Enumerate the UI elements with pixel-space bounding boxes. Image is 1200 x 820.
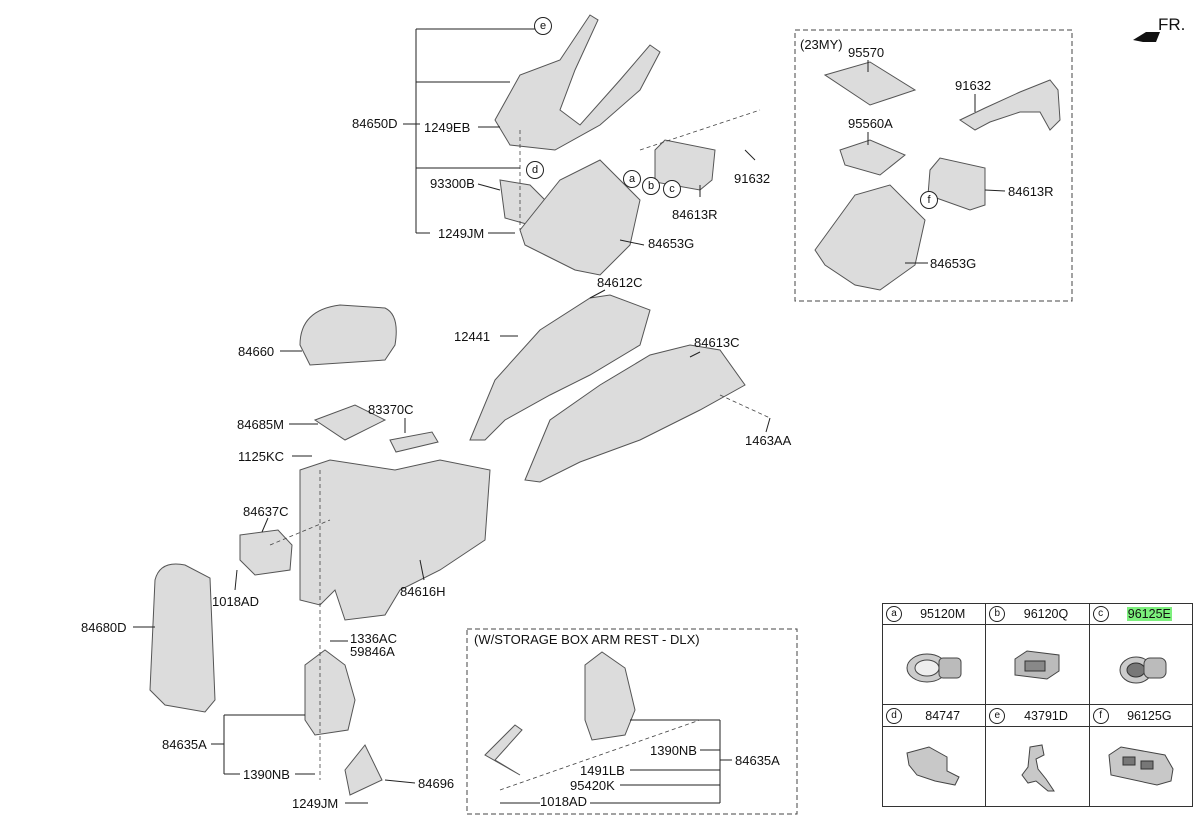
legend-header-f: f 96125G [1088, 704, 1194, 727]
console-body-shape [299, 459, 491, 621]
legend-letter: e [989, 707, 1006, 724]
lower-bracket-dlx-shape [584, 651, 636, 741]
part-label: 84685M [237, 417, 284, 432]
legend-part-number: 95120M [920, 607, 966, 622]
part-label: 84616H [400, 584, 446, 599]
side-panel-rh-shape [524, 344, 746, 483]
legend-image-a [881, 624, 987, 706]
part-label: 1249JM [438, 226, 485, 241]
usb-port-module-icon [1108, 746, 1174, 786]
legend-part-number-highlighted: 96125E [1126, 607, 1172, 622]
legend-header-d: d 84747 [881, 704, 987, 727]
callout-b: b [642, 177, 660, 195]
legend-part-number: 96125G [1127, 708, 1172, 723]
legend-image-d [881, 725, 987, 808]
callout-e: e [534, 17, 552, 35]
parts-legend-table: a 95120M b 96120Q c 96125E [881, 602, 1194, 808]
part-label: 12441 [454, 329, 491, 344]
console-upper-bracket-23my-shape [814, 184, 926, 291]
part-label: 1018AD [212, 594, 259, 609]
variant-storage-title: (W/STORAGE BOX ARM REST - DLX) [474, 632, 700, 647]
part-label: 95560A [848, 116, 893, 131]
side-panel-lh-shape [469, 294, 651, 441]
legend-image-b [985, 624, 1090, 706]
part-label: 59846A [350, 644, 395, 659]
callout-f: f [920, 191, 938, 209]
lower-bracket-shape [304, 649, 356, 736]
shift-lever-clip-icon [1021, 744, 1056, 792]
part-label: 84613R [672, 207, 718, 222]
part-label: 84613R [1008, 184, 1054, 199]
usb-module-shape [239, 529, 293, 576]
part-label: 84696 [418, 776, 455, 791]
front-arrow-icon [1133, 32, 1160, 42]
part-label: 84613C [694, 335, 740, 350]
part-label: 1018AD [540, 794, 587, 809]
legend-image-c [1088, 624, 1194, 706]
rear-cover-shape [149, 563, 216, 713]
variant-box-storage [466, 628, 798, 815]
legend-letter: b [989, 606, 1006, 623]
power-outlet-icon [1119, 656, 1167, 684]
aux-jack-icon [1014, 650, 1060, 680]
wireless-tray-shape [839, 139, 906, 176]
part-label: 84635A [162, 737, 207, 752]
part-label: 83370C [368, 402, 414, 417]
legend-part-number: 84747 [925, 708, 961, 723]
part-label: 84680D [81, 620, 127, 635]
harness-dlx-shape [484, 724, 523, 776]
callout-d: d [526, 161, 544, 179]
part-label: 1249JM [292, 796, 339, 811]
callout-c: c [663, 180, 681, 198]
part-label: 84635A [735, 753, 780, 768]
armrest-lid-shape [299, 304, 397, 366]
part-label: 84653G [930, 256, 977, 271]
part-label: 93300B [430, 176, 475, 191]
front-direction-label: FR. [1158, 15, 1186, 34]
legend-header-b: b 96120Q [985, 602, 1090, 626]
legend-image-f [1088, 725, 1194, 808]
legend-letter: d [886, 707, 902, 724]
legend-letter: c [1092, 606, 1109, 623]
part-label: 1491LB [580, 763, 625, 778]
variant-box-23my [794, 29, 1073, 302]
bracket-clip-icon [906, 746, 960, 786]
part-label: 1390NB [650, 743, 697, 758]
storage-cover-shape [389, 431, 439, 453]
part-label: 1390NB [243, 767, 290, 782]
usb-charger-icon [906, 653, 962, 683]
part-label: 84653G [648, 236, 695, 251]
legend-header-c: c 96125E [1088, 602, 1194, 626]
armrest-pad-shape [313, 404, 387, 441]
part-label: 95420K [570, 778, 615, 793]
legend-letter: f [1092, 707, 1109, 724]
part-label: 1249EB [424, 120, 471, 135]
shift-bezel-shape [494, 14, 661, 151]
variant-23my-title: (23MY) [800, 37, 843, 52]
part-label: 1336AC [350, 631, 397, 646]
wireless-pad-shape [823, 61, 917, 106]
part-label: 1125KC [238, 449, 285, 464]
console-upper-bracket-shape [519, 159, 641, 276]
legend-letter: a [886, 606, 902, 623]
part-label: 84650D [352, 116, 398, 131]
legend-header-a: a 95120M [881, 602, 987, 626]
callout-a: a [623, 170, 641, 188]
part-label: 84612C [597, 275, 643, 290]
part-label: 1463AA [745, 433, 792, 448]
legend-part-number: 43791D [1024, 708, 1068, 723]
legend-image-e [985, 725, 1090, 808]
part-label: 95570 [848, 45, 885, 60]
part-label: 91632 [734, 171, 771, 186]
usb-harness-shape [958, 79, 1061, 131]
legend-part-number: 96120Q [1023, 607, 1069, 622]
part-label: 84660 [238, 344, 275, 359]
part-label: 91632 [955, 78, 992, 93]
part-label: 84637C [243, 504, 289, 519]
legend-header-e: e 43791D [985, 704, 1090, 727]
duct-shape [344, 744, 383, 796]
